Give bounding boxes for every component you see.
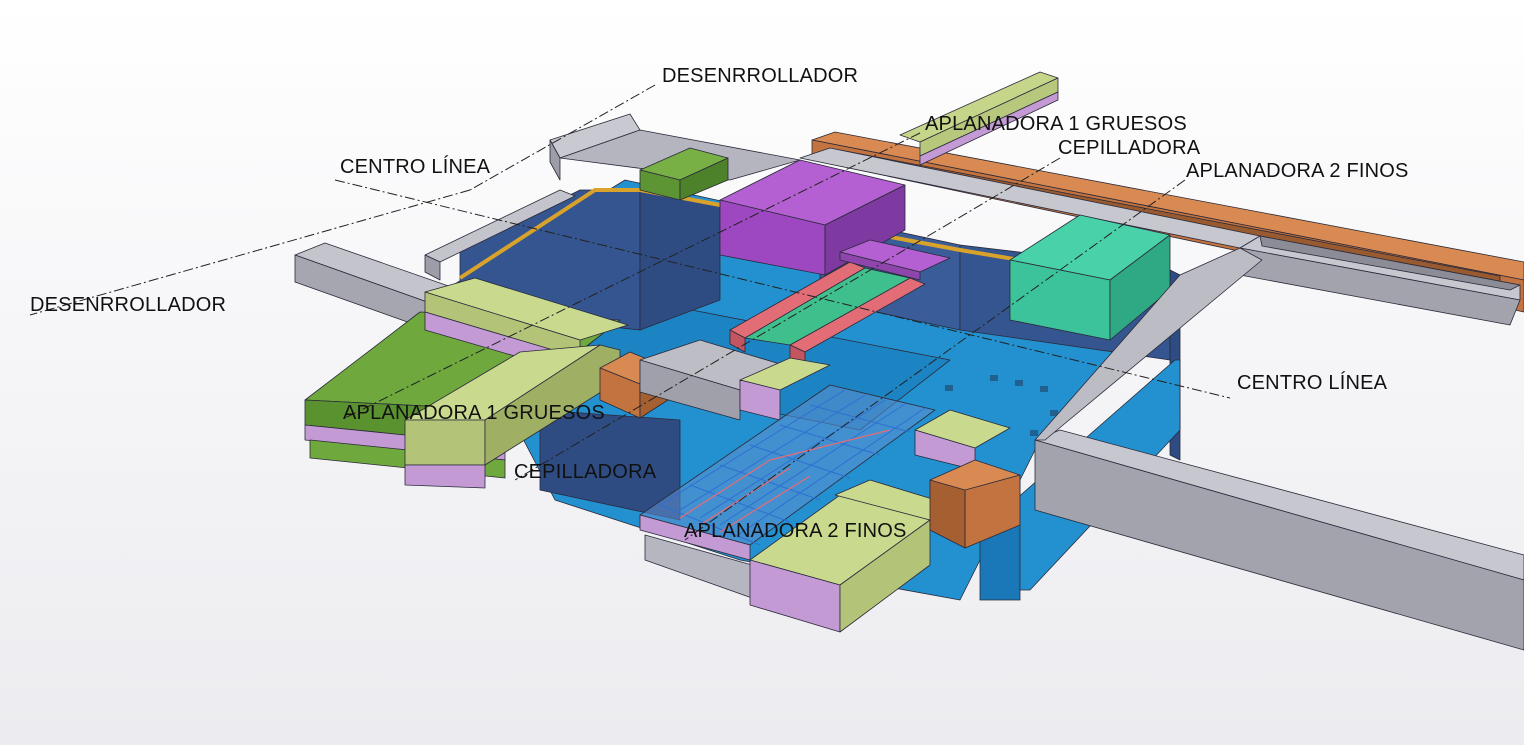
label-centro-linea-left: CENTRO LÍNEA — [340, 156, 491, 178]
label-aplanadora1-bottom: APLANADORA 1 GRUESOS — [343, 402, 605, 424]
label-aplanadora1-top: APLANADORA 1 GRUESOS — [925, 113, 1187, 135]
label-centro-linea-right: CENTRO LÍNEA — [1237, 372, 1388, 394]
label-cepilladora-top: CEPILLADORA — [1058, 137, 1201, 159]
red-rollers — [729, 261, 926, 367]
lime-rail-top — [899, 71, 1059, 166]
lime-plate-front — [404, 344, 621, 489]
label-aplanadora2-bottom: APLANADORA 2 FINOS — [684, 520, 907, 542]
label-cepilladora-bottom: CEPILLADORA — [514, 461, 657, 483]
label-desenrrollador-left: DESENRROLLADOR — [30, 294, 227, 316]
green-block-top — [639, 147, 729, 201]
orange-clamp-right — [929, 459, 1021, 549]
rebar-cage — [639, 384, 936, 599]
steel-channel-front-right — [1034, 247, 1524, 651]
leader-lines — [29, 84, 1231, 541]
lime-plate-center — [739, 357, 831, 421]
label-aplanadora2-top: APLANADORA 2 FINOS — [1186, 160, 1409, 182]
steel-channel-top-right — [799, 147, 1521, 326]
lime-plate-bottom — [749, 479, 976, 633]
teal-block — [1009, 214, 1171, 341]
floor-bolt-holes — [945, 375, 1058, 436]
roller-header — [839, 239, 951, 281]
label-desenrrollador-top: DESENRROLLADOR — [662, 65, 859, 87]
steel-channel-left — [294, 189, 576, 331]
